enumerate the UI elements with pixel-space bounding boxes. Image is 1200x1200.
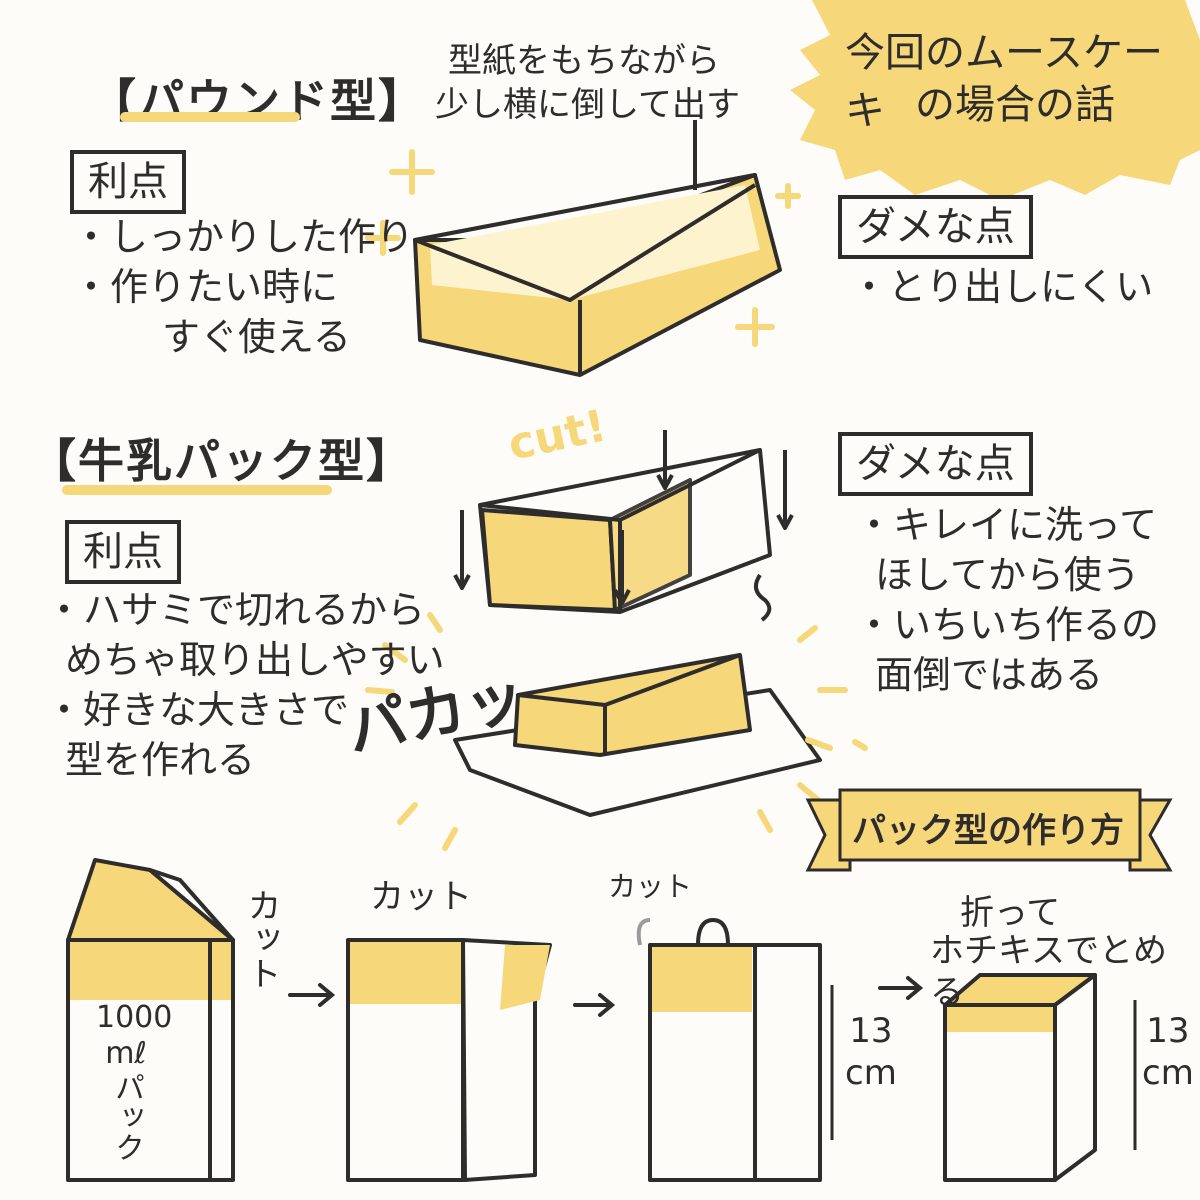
pound-demerit-label: ダメな点 xyxy=(838,195,1033,259)
pound-merit-list: ・しっかりした作り ・作りたい時に すぐ使える xyxy=(72,212,414,362)
milk-pan-drawing xyxy=(453,430,794,622)
list-item: 型を作れる xyxy=(65,738,256,782)
height-label-2: 13 cm xyxy=(1142,1010,1194,1094)
step2-cut-note: カット xyxy=(370,877,472,917)
height-value: 13 xyxy=(1146,1011,1190,1051)
list-item: ・ハサミで切れるから xyxy=(45,588,426,632)
list-item: ・作りたい時に xyxy=(72,265,339,309)
carton-label-volume: 1000 xyxy=(96,1000,173,1035)
pound-note-line1: 型紙をもちながら xyxy=(448,41,720,81)
carton-label-pack: パック xyxy=(109,1072,144,1162)
list-item: ・とり出しにくい xyxy=(850,265,1154,309)
step1-cut-note: カット xyxy=(241,888,281,990)
list-item: ・しっかりした作り xyxy=(72,215,415,259)
carton-label: 1000 mℓ パック xyxy=(96,1000,173,1162)
starburst-line2: の場合の話 xyxy=(915,82,1115,128)
milk-title: 【牛乳パック型】 xyxy=(30,434,414,488)
pound-title-underline xyxy=(120,112,300,122)
pound-pan-drawing xyxy=(413,120,782,377)
milk-demerit-list: ・キレイに洗って ほしてから使う ・いちいち作るの 面倒ではある xyxy=(855,500,1159,700)
starburst-line1: 今回のムースケーキ xyxy=(845,30,1163,134)
milk-title-underline xyxy=(62,485,332,495)
list-item: ・キレイに洗って xyxy=(855,503,1158,547)
list-item: ・いちいち作るの xyxy=(855,603,1160,647)
step3-cut-note: カット xyxy=(608,870,693,903)
step2-carton-drawing xyxy=(346,938,552,1182)
unmolded-cake-drawing xyxy=(453,653,822,817)
step-arrows xyxy=(288,976,924,1017)
milk-merit-label: 利点 xyxy=(65,520,181,584)
list-item: ほしてから使う xyxy=(875,553,1140,597)
howto-ribbon-title: パック型の作り方 xyxy=(852,811,1124,851)
list-item: 面倒ではある xyxy=(875,653,1104,697)
milk-demerit-label: ダメな点 xyxy=(838,432,1033,496)
starburst-shape xyxy=(790,0,1200,200)
burst-lines xyxy=(365,612,868,851)
list-item: ・好きな大きさで xyxy=(45,688,350,732)
step3-carton-drawing xyxy=(636,918,834,1182)
height-label-1: 13 cm xyxy=(845,1010,897,1094)
step1-carton-drawing xyxy=(66,858,235,1182)
pound-demerit-list: ・とり出しにくい xyxy=(850,262,1153,312)
sparkle-group xyxy=(365,149,801,347)
milk-merit-list: ・ハサミで切れるから めちゃ取り出しやすい ・好きな大きさで 型を作れる xyxy=(45,585,445,785)
ribbon-shape xyxy=(805,788,1173,872)
height-unit: cm xyxy=(845,1053,897,1093)
pound-merit-label: 利点 xyxy=(70,150,186,214)
carton-label-unit: mℓ xyxy=(105,1036,147,1071)
step4-carton-drawing xyxy=(943,973,1137,1182)
list-item: めちゃ取り出しやすい xyxy=(65,638,445,682)
height-value: 13 xyxy=(849,1011,893,1051)
step4-note-line2: ホチキスでとめる xyxy=(930,931,1167,1013)
step4-note-line1: 折って xyxy=(960,893,1061,933)
pound-note-line2: 少し横に倒して出す xyxy=(435,85,740,125)
list-item: すぐ使える xyxy=(162,315,351,359)
height-unit: cm xyxy=(1142,1053,1194,1093)
